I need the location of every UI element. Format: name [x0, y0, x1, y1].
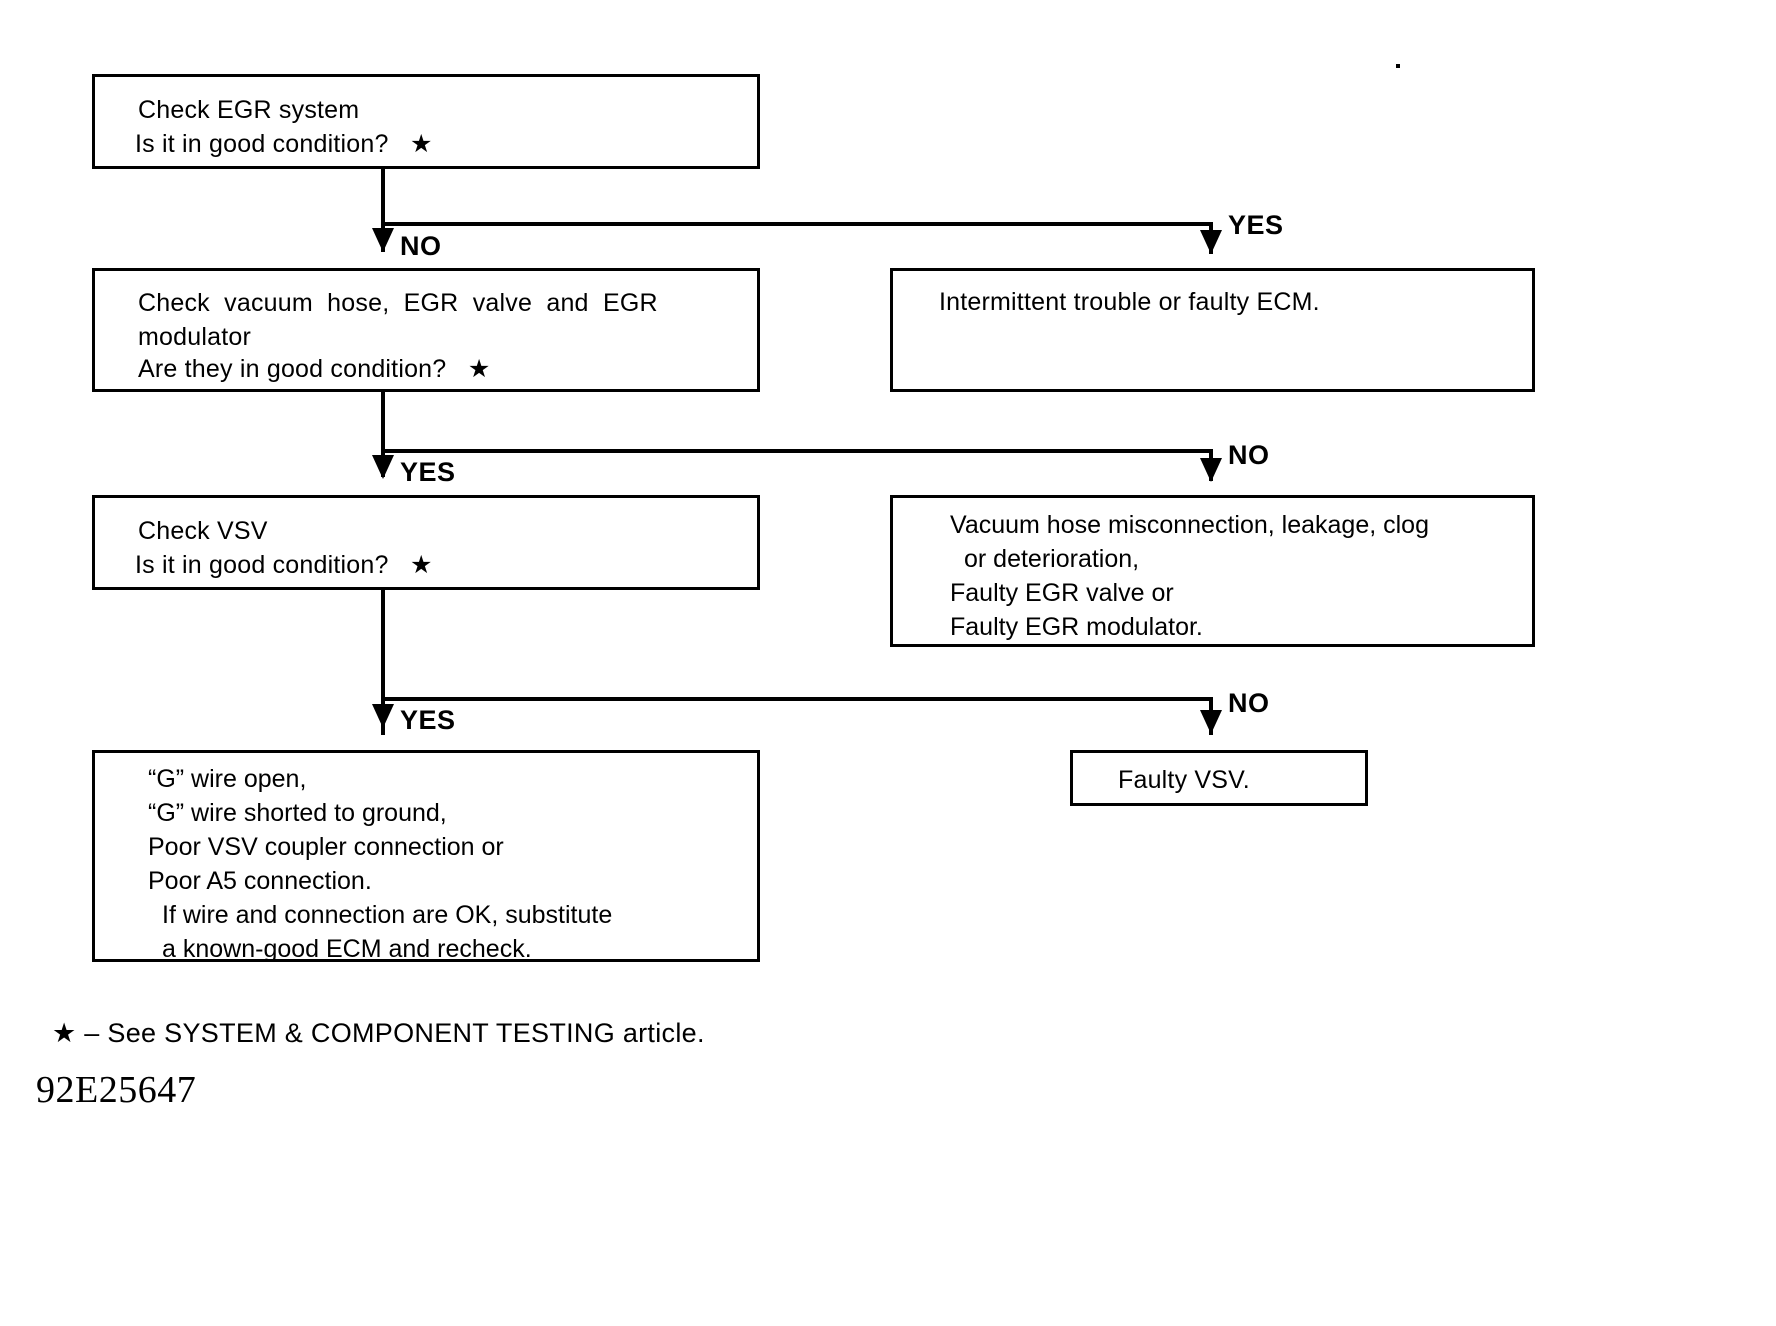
edge-label-egr-no: NO	[400, 231, 442, 261]
node-check-vacuum-hose: Check vacuum hose, EGR valve and EGR mod…	[92, 268, 760, 392]
edge-egr-yes-horizontal	[381, 222, 1213, 226]
edge-vsv-trunk-vertical	[381, 590, 385, 700]
node-vacuum-hose-faults: Vacuum hose misconnection, leakage, clog…	[890, 495, 1535, 647]
node-faulty-vsv-line-0: Faulty VSV.	[1118, 766, 1250, 794]
node-check-egr-system: Check EGR system Is it in good condition…	[92, 74, 760, 169]
node-faulty-vsv: Faulty VSV.	[1070, 750, 1368, 806]
list-item: “G” wire shorted to ground,	[131, 796, 751, 830]
node-intermittent-trouble: Intermittent trouble or faulty ECM.	[890, 268, 1535, 392]
edge-label-vsv-yes: YES	[400, 705, 456, 735]
edge-hose-no-arrowhead	[1200, 458, 1222, 482]
node-check-vacuum-hose-line-1: modulator	[138, 323, 251, 351]
list-item-text: “G” wire open,	[148, 765, 307, 793]
edge-hose-no-horizontal	[381, 449, 1213, 453]
edge-label-egr-yes: YES	[1228, 210, 1284, 240]
node-wire-faults: “G” wire open, “G” wire shorted to groun…	[92, 750, 760, 963]
edge-label-hose-yes: YES	[400, 457, 456, 487]
edge-vsv-no-horizontal	[381, 697, 1213, 701]
edge-hose-yes-arrowhead	[372, 455, 394, 479]
node-check-vsv-line-0: Check VSV	[138, 517, 268, 545]
edge-egr-yes-arrowhead	[1200, 230, 1222, 254]
registration-tick	[1396, 64, 1400, 68]
list-item-continuation: or deterioration,	[964, 545, 1140, 573]
edge-vsv-yes-arrowhead	[372, 704, 394, 728]
node-check-vacuum-hose-line-0: Check vacuum hose, EGR valve and EGR	[138, 289, 658, 317]
list-item-text: “G” wire shorted to ground,	[148, 799, 447, 827]
node-check-vsv: Check VSV Is it in good condition? ★	[92, 495, 760, 590]
node-check-egr-system-line-0: Check EGR system	[138, 96, 360, 124]
list-item-text: Faulty EGR modulator.	[950, 613, 1203, 641]
list-item: Faulty EGR valve or	[933, 576, 1523, 610]
edge-egr-no-arrowhead	[372, 228, 394, 252]
list-item: Poor VSV coupler connection or	[131, 830, 751, 864]
edge-vsv-no-arrowhead	[1200, 710, 1222, 734]
list-item-text: Vacuum hose misconnection, leakage, clog	[950, 511, 1429, 539]
edge-label-vsv-no: NO	[1228, 688, 1270, 718]
node-vacuum-hose-faults-list: Vacuum hose misconnection, leakage, clog…	[933, 508, 1523, 644]
node-check-vacuum-hose-line-2: Are they in good condition? ★	[138, 355, 491, 383]
list-item: Poor A5 connection.	[131, 864, 751, 898]
list-item-text: Poor VSV coupler connection or	[148, 833, 504, 861]
node-check-vsv-line-1: Is it in good condition? ★	[135, 551, 433, 579]
list-item-text: Faulty EGR valve or	[950, 579, 1174, 607]
list-item: Faulty EGR modulator.	[933, 610, 1523, 644]
node-intermittent-trouble-line-0: Intermittent trouble or faulty ECM.	[939, 288, 1320, 316]
edge-label-hose-no: NO	[1228, 440, 1270, 470]
list-item-text: Poor A5 connection.	[148, 867, 372, 895]
list-item: Vacuum hose misconnection, leakage, clog	[933, 508, 1523, 542]
list-item: “G” wire open,	[131, 762, 751, 796]
list-item-continuation: If wire and connection are OK, substitut…	[162, 901, 613, 929]
list-item-extra-line: a known-good ECM and recheck.	[162, 935, 532, 963]
footnote-text: ★ – See SYSTEM & COMPONENT TESTING artic…	[52, 1018, 705, 1048]
edge-hose-trunk-vertical	[381, 392, 385, 452]
node-wire-faults-list: “G” wire open, “G” wire shorted to groun…	[131, 762, 751, 966]
document-id: 92E25647	[36, 1069, 197, 1111]
node-check-egr-system-line-1: Is it in good condition? ★	[135, 130, 433, 158]
edge-egr-trunk-vertical	[381, 169, 385, 224]
